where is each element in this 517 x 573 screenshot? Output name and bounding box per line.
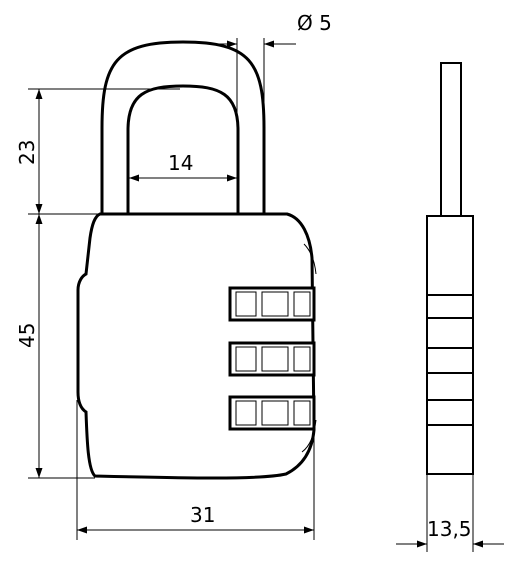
dimension-shackle-inner-width: 14 bbox=[129, 151, 237, 182]
wheel-row-2 bbox=[228, 341, 316, 377]
side-view-body bbox=[426, 215, 474, 475]
dimension-shackle-diameter: Ø 5 bbox=[205, 11, 332, 214]
combination-wheels bbox=[228, 286, 316, 431]
label-depth: 13,5 bbox=[427, 517, 472, 541]
label-shackle-inner-width: 14 bbox=[168, 151, 193, 175]
label-shackle-diameter: Ø 5 bbox=[297, 11, 332, 35]
label-shackle-height: 23 bbox=[15, 140, 39, 165]
dimension-body-width: 31 bbox=[76, 400, 315, 540]
wheel-row-3 bbox=[228, 395, 316, 431]
dimension-depth: 13,5 bbox=[396, 474, 504, 552]
side-view bbox=[426, 62, 474, 475]
dimension-shackle-height: 23 bbox=[15, 88, 180, 215]
label-body-width: 31 bbox=[190, 503, 215, 527]
shackle bbox=[100, 40, 266, 214]
wheel-row-1 bbox=[228, 286, 316, 322]
label-body-height: 45 bbox=[15, 323, 39, 348]
side-view-shackle bbox=[440, 62, 462, 217]
dimension-body-height: 45 bbox=[15, 214, 95, 479]
